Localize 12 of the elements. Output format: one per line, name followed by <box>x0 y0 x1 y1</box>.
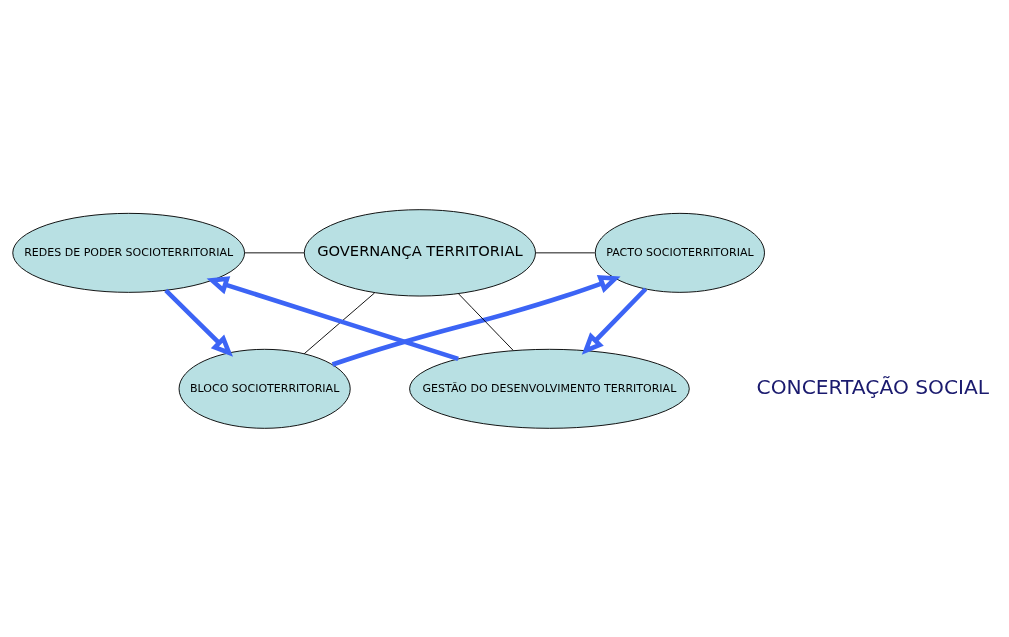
connector <box>535 251 596 253</box>
arrow <box>331 274 621 367</box>
arrow <box>164 288 233 357</box>
arrow <box>206 275 459 361</box>
node-ellipse: GESTÃO DO DESENVOLVIMENTO TERRITORIAL <box>409 348 690 429</box>
arrow <box>581 286 648 355</box>
node-ellipse: GOVERNANÇA TERRITORIAL <box>303 208 536 296</box>
connector <box>244 251 305 253</box>
label: CONCERTAÇÃO SOCIAL <box>756 374 990 399</box>
node-ellipse: BLOCO SOCIOTERRITORIAL <box>178 348 351 429</box>
connector <box>457 292 514 351</box>
connector <box>303 291 376 354</box>
